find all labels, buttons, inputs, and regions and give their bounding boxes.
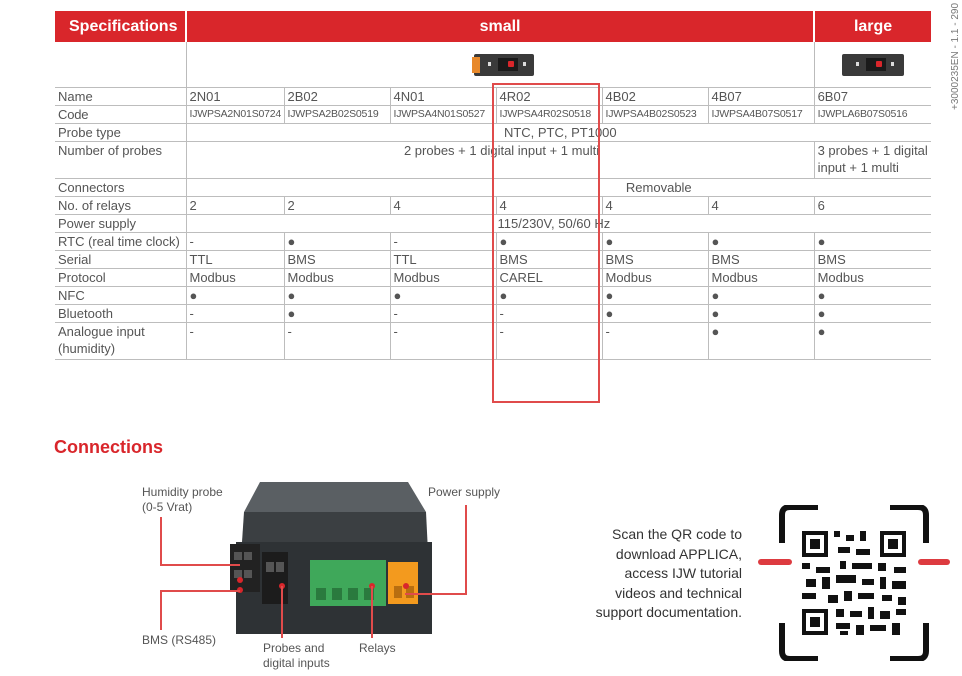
row-nfc: NFC ●● ●● ●● ● bbox=[55, 286, 932, 305]
header-small: small bbox=[184, 11, 815, 42]
row-probe-type: Probe type NTC, PTC, PT1000 bbox=[55, 123, 932, 142]
highlight-4r02-column bbox=[492, 83, 600, 403]
leader-probes bbox=[281, 586, 283, 638]
row-analogue-input: Analogue input (humidity) -- -- -● ● bbox=[55, 322, 932, 360]
header-specifications: Specifications bbox=[55, 11, 186, 42]
leader-power-h bbox=[405, 593, 467, 595]
label-probes: Probes and digital inputs bbox=[263, 641, 330, 670]
leader-humidity-h bbox=[160, 564, 240, 566]
controller-large-icon bbox=[841, 53, 904, 76]
header-large: large bbox=[813, 11, 932, 42]
qr-instructions: Scan the QR code to download APPLICA, ac… bbox=[595, 526, 742, 620]
leader-bms-v bbox=[160, 590, 162, 630]
row-number-of-probes: Number of probes 2 probes + 1 digital in… bbox=[55, 141, 932, 179]
controller-connections-image bbox=[230, 482, 432, 634]
label-bms: BMS (RS485) bbox=[142, 633, 217, 647]
leader-power-v bbox=[465, 505, 467, 595]
small-device-image bbox=[185, 42, 815, 88]
row-bluetooth: Bluetooth -● -- ●● ● bbox=[55, 304, 932, 323]
leader-bms-h bbox=[160, 590, 240, 592]
label-relays: Relays bbox=[359, 641, 396, 655]
large-device-image bbox=[813, 42, 932, 88]
document-code: +3000235EN - 1.1 - 290 bbox=[950, 2, 961, 110]
row-rtc: RTC (real time clock) -● -● ●● ● bbox=[55, 232, 932, 251]
leader-relays bbox=[371, 586, 373, 638]
connections-title: Connections bbox=[54, 437, 164, 457]
leader-humidity-v bbox=[160, 517, 162, 565]
label-humidity-probe: Humidity probe (0-5 Vrat) bbox=[142, 485, 223, 514]
label-power-supply: Power supply bbox=[428, 485, 501, 499]
qr-code-icon[interactable] bbox=[756, 505, 952, 661]
row-connectors: Connectors Removable bbox=[55, 178, 932, 197]
controller-small-icon bbox=[472, 53, 535, 76]
row-power-supply: Power supply 115/230V, 50/60 Hz bbox=[55, 214, 932, 233]
